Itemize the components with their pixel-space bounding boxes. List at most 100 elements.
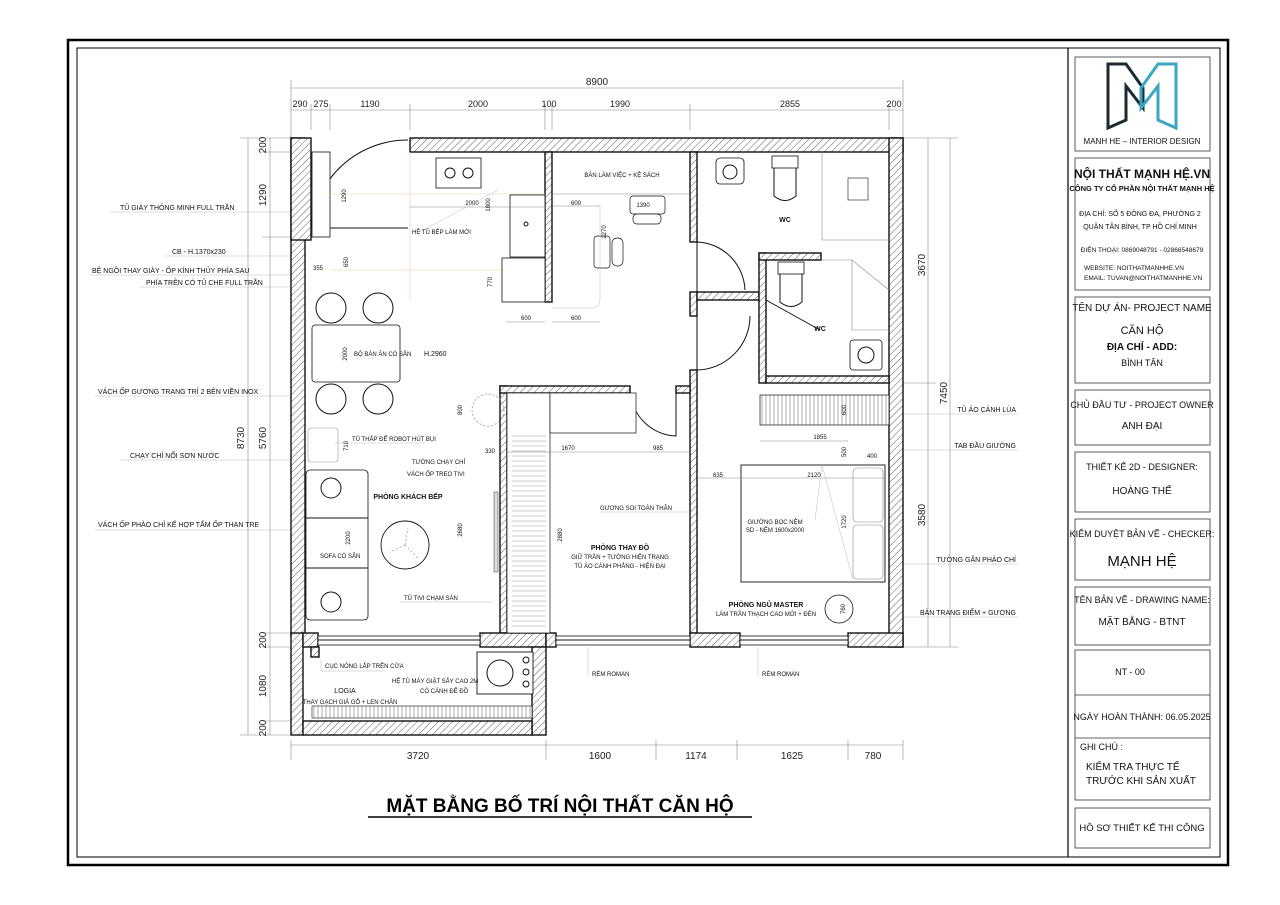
checker-label: KIỂM DUYỆT BẢN VẼ - CHECKER: [1070,528,1215,539]
annotation-bench: BỆ NGỒI THAY GIÀY - ỐP KÍNH THỦY PHÍA SA… [92,265,249,275]
label-dining: BỘ BÀN ĂN CÓ SẴN [354,351,411,358]
bottom-dimensions: 3720 1600 1174 1625 780 [290,740,904,762]
dim-label: 600 [571,316,582,322]
dim-bottom: 1174 [685,751,707,762]
project-label: TÊN DỰ ÁN- PROJECT NAME [1072,301,1212,314]
label-washer-2: CÓ CÁNH ĐỂ ĐỒ [420,688,469,695]
label-work-desk: BÀN LÀM VIỆC + KỆ SÁCH [584,171,659,179]
label-dressing-sub-1: GIỮ TRẦN + TƯỜNG HIỆN TRẠNG [571,553,669,561]
label-logia: LOGIA [334,688,356,695]
kitchen-cabinets: 2000 1800 770 600 600 HỆ TỦ BẾP LÀM MỚI [330,152,600,323]
dim-left: 200 [258,136,269,153]
drawing-name-value: MẶT BẰNG - BTNT [1098,615,1185,628]
dim-label: 1855 [813,435,827,441]
project-value: CĂN HỘ [1121,324,1164,337]
label-mirror: GƯƠNG SOI TOÀN THÂN [600,505,672,512]
washing-machine-icon [476,651,534,695]
sink-cabinet-icon [501,257,546,303]
annotation-trim-wall: TƯỜNG GẮN PHÀO CHỈ [936,555,1016,564]
annotation-bench-2: PHÍA TRÊN CÓ TỦ CHE FULL TRẦN [146,277,263,287]
note-label: GHI CHÚ : [1080,742,1123,752]
dim-label: 2000 [343,347,349,361]
company-address-2: QUẬN TÂN BÌNH, TP HỒ CHÍ MINH [1083,221,1197,231]
label-robot-cabinet: TỦ THẤP ĐỂ ROBOT HÚT BỤI [352,436,436,443]
dim-label: 650 [344,256,350,267]
footer-label: HỒ SƠ THIẾT KẾ THI CÔNG [1079,822,1204,834]
label-curtain-2: RÈM ROMAN [762,671,799,678]
dim-bottom: 780 [865,751,882,762]
logo-text: MANH HE – INTERIOR DESIGN [1084,137,1201,146]
wc-rooms: WC WC [715,152,890,371]
address-value: BÌNH TÂN [1121,358,1163,368]
logia: CỤC NÓNG LẮP TRÊN CỬA HỆ TỦ MÁY GIẶT SẤY… [303,651,534,706]
dim-label: 500 [842,446,848,457]
designer-label: THIẾT KẾ 2D - DESIGNER: [1086,462,1198,472]
annotation-vanity: BÀN TRANG ĐIỂM + GƯƠNG [920,608,1016,617]
dim-right: 3580 [917,503,928,526]
dim-label: 1390 [636,203,650,209]
dim-label: 800 [458,404,464,415]
logo-box [1074,56,1211,152]
annotation-mirror-wall: VÁCH ỐP GƯƠNG TRANG TRÍ 2 BÊN VIỀN INOX [98,386,259,396]
label-bed: GIƯỜNG BỌC NỆM [747,518,802,526]
top-dimensions: 8900 290 275 1190 2000 100 1990 2855 200 [290,77,904,138]
label-wc-1: WC [779,217,791,224]
label-wc-2: WC [814,326,826,333]
annotation-headboard: TAB ĐẦU GIƯỜNG [954,440,1016,450]
dim-label: 710 [344,440,350,451]
dim-top: 275 [313,99,328,109]
dim-label: 600 [571,201,582,207]
dim-label: 600 [842,404,848,415]
living-area: 800 330 TƯỜNG CHẠY CHỈ VÁCH ỐP TREO TIVI… [305,393,505,621]
label-dressing-room: PHÒNG THAY ĐỒ [591,542,650,552]
dim-label: 1720 [842,515,848,529]
dim-left: 8730 [236,426,247,449]
drawing-title: MẶT BẰNG BỐ TRÍ NỘI THẤT CĂN HỘ [386,795,733,817]
sheet-inner-border [76,47,1221,858]
note-line-2: TRƯỚC KHI SẢN XUẤT [1086,774,1196,787]
dim-top: 200 [886,99,901,109]
dim-label: 2680 [458,523,464,537]
label-bed-sub: SD - NỆM 1600x2000 [746,526,805,534]
label-tv-wall-2: VÁCH ỐP TREO TIVI [407,471,465,478]
annotation-sliding-wardrobe: TỦ ÁO CÁNH LÙA [957,405,1016,414]
drawing-name-label: TÊN BẢN VẼ - DRAWING NAME: [1074,594,1210,605]
annotation-shoe-cabinet: TỦ GIÀY THÔNG MINH FULL TRẦN [120,202,234,212]
title-block: MANH HE – INTERIOR DESIGN NỘI THẤT MẠNH … [1069,56,1215,849]
wardrobe-icon [759,394,890,426]
owner-value: ANH ĐẠI [1122,421,1163,432]
label-height: H.2960 [424,351,447,358]
company-site: NỘI THẤT MẠNH HỆ.VN [1074,166,1210,181]
washbasin-icon [715,157,745,185]
left-annotations: TỦ GIÀY THÔNG MINH FULL TRẦN CB - H.1370… [90,202,291,531]
dim-label: 355 [313,266,324,272]
work-desk: BÀN LÀM VIỆC + KỆ SÁCH 600 1390 2270 [552,171,690,309]
dim-top: 1190 [360,99,379,109]
dim-label: 1290 [342,189,348,203]
tv-icon [493,491,499,573]
dim-label: 2270 [602,225,608,239]
dim-label: 1800 [486,198,492,212]
label-master-bedroom: PHÒNG NGỦ MASTER [729,600,804,609]
label-ac-unit: CỤC NÓNG LẮP TRÊN CỬA [325,662,404,670]
sheet-outer-border [66,38,1230,867]
dressing-room: 1670 985 2880 GƯƠNG SOI TOÀN THÂN PHÒNG … [506,392,690,634]
sofa-icon [305,469,369,621]
dim-label: 635 [713,473,724,479]
dim-top: 100 [541,99,556,109]
logo-mark [1106,62,1178,131]
dining-table-icon [311,324,401,383]
dim-left: 1290 [258,183,269,206]
company-name: CÔNG TY CỔ PHẦN NỘI THẤT MẠNH HỆ [1069,183,1214,193]
dim-overall-width: 8900 [586,77,609,88]
dim-label: 2880 [558,528,564,542]
toilet-icon [771,155,799,169]
dim-top: 2855 [780,99,800,109]
dim-right: 7450 [939,381,950,404]
company-address-1: ĐỊA CHỈ: SỐ 5 ĐÔNG ĐA, PHƯỜNG 2 [1079,208,1201,218]
dim-label: 770 [488,276,494,287]
dim-bottom: 3720 [407,751,430,762]
plant-icon [471,393,505,427]
dining-area: BỘ BÀN ĂN CÓ SẴN 2000 H.2960 TỦ THẤP ĐỂ … [307,292,447,463]
